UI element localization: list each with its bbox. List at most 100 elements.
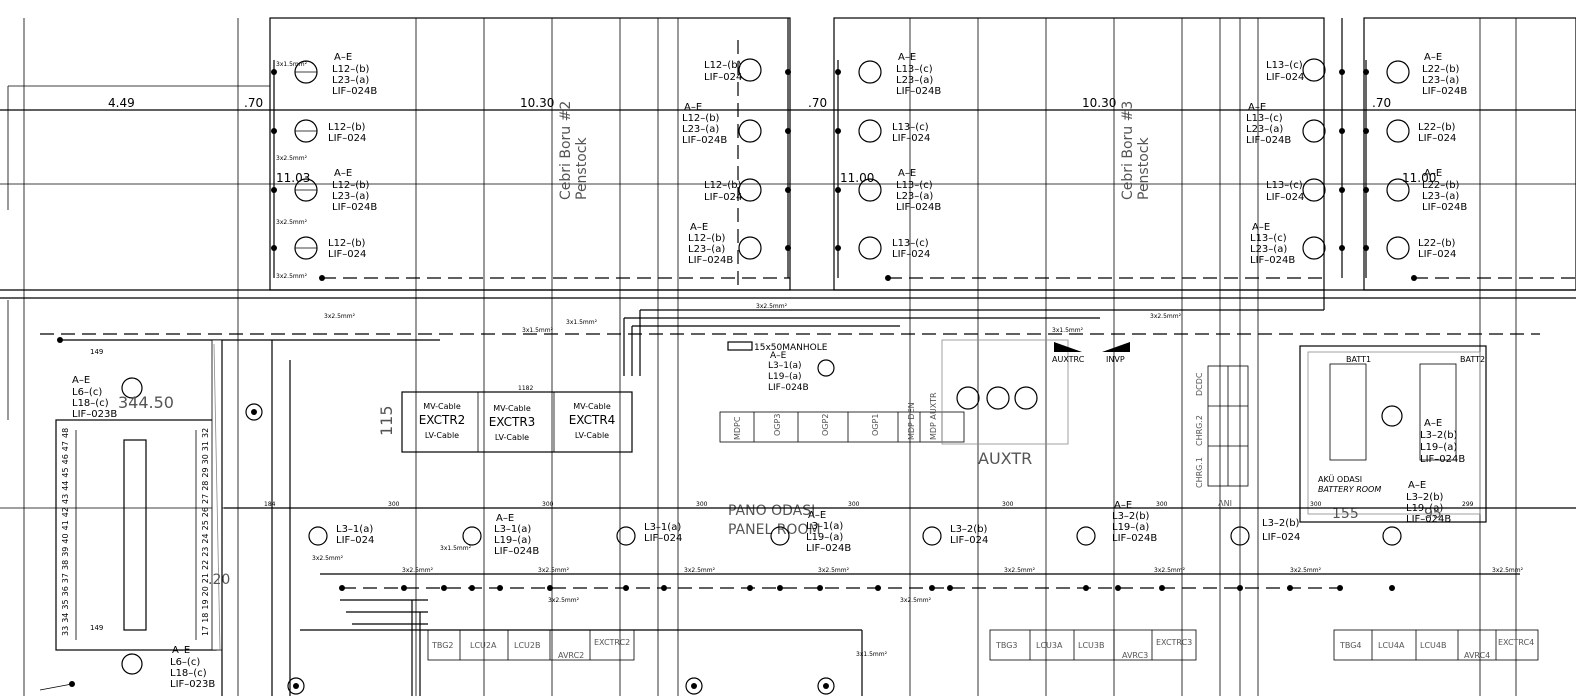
svg-text:L6–(c): L6–(c) — [72, 387, 102, 398]
stair-step-number: 25 — [201, 520, 210, 530]
svg-text:LIF–024: LIF–024 — [644, 533, 682, 544]
svg-text:LIF–023B: LIF–023B — [170, 679, 215, 690]
stair-step-number: 23 — [201, 547, 210, 557]
junction-dot — [547, 585, 553, 591]
svg-text:A–E: A–E — [808, 510, 826, 521]
svg-text:3x1.5mm²: 3x1.5mm² — [276, 61, 308, 68]
svg-text:LIF–024B: LIF–024B — [688, 255, 733, 266]
svg-text:3x2.5mm²: 3x2.5mm² — [548, 597, 580, 604]
svg-text:15x50MANHOLE: 15x50MANHOLE — [754, 343, 828, 353]
svg-text:3x1.5mm²: 3x1.5mm² — [522, 327, 554, 334]
svg-text:LIF–024: LIF–024 — [1266, 192, 1304, 203]
svg-text:A–E: A–E — [898, 52, 916, 63]
svg-text:LIF–024B: LIF–024B — [1420, 454, 1465, 465]
svg-text:LIF–024B: LIF–024B — [1246, 135, 1291, 146]
stair-step-number: 26 — [201, 507, 210, 517]
battery-room: BATT1 BATT2 A–E L3–2(b) L19–(a) LIF–024B… — [1299, 345, 1487, 525]
svg-text:A–E: A–E — [334, 168, 352, 179]
svg-text:300: 300 — [542, 501, 554, 508]
penstock-label-2: Cebri Boru #2 Penstock — [558, 101, 590, 200]
svg-text:OGP3: OGP3 — [773, 414, 782, 436]
svg-text:3x1.5mm²: 3x1.5mm² — [440, 545, 472, 552]
junction-dot — [1287, 585, 1293, 591]
manhole: 15x50MANHOLE A–E L3–1(a) L19–(a) LIF–024… — [727, 341, 835, 393]
svg-text:L19–(a): L19–(a) — [1420, 442, 1457, 453]
stair-step-number: 44 — [61, 481, 70, 491]
svg-text:149: 149 — [90, 348, 103, 356]
svg-text:A–E: A–E — [770, 351, 787, 361]
stair-step-number: 27 — [201, 494, 210, 504]
svg-text:LCU2B: LCU2B — [514, 641, 540, 650]
svg-text:A–E: A–E — [898, 168, 916, 179]
auxtr-label: AUXTR — [978, 449, 1032, 468]
svg-text:DCDC: DCDC — [1195, 372, 1204, 396]
svg-text:L13–(c): L13–(c) — [1250, 233, 1287, 244]
stair-step-number: 40 — [61, 533, 70, 543]
stair-step-number: 31 — [201, 441, 210, 451]
lower-fixture-row: L3–1(a) LIF–024 A–E L3–1(a) L19–(a) LIF–… — [224, 500, 1576, 658]
dim-449: 4.49 — [108, 96, 135, 110]
svg-text:3x2.5mm²: 3x2.5mm² — [276, 219, 308, 226]
svg-text:LIF–024B: LIF–024B — [1112, 533, 1157, 544]
svg-text:LIF–024B: LIF–024B — [896, 86, 941, 97]
svg-text:L13–(c): L13–(c) — [1266, 60, 1303, 71]
svg-text:A–E: A–E — [1408, 480, 1426, 491]
svg-text:AVRC4: AVRC4 — [1464, 651, 1490, 660]
svg-text:L12–(b): L12–(b) — [682, 113, 720, 124]
stair-step-number: 41 — [61, 520, 70, 530]
svg-text:LIF–024B: LIF–024B — [682, 135, 727, 146]
svg-text:LIF–024: LIF–024 — [1418, 249, 1456, 260]
svg-text:149: 149 — [90, 624, 103, 632]
unit4-cabinets: TBG4 LCU4A LCU4B AVRC4 EXCTRC4 — [1333, 629, 1539, 661]
svg-text:L23–(a): L23–(a) — [1250, 244, 1287, 255]
junction-dot — [1237, 585, 1243, 591]
junction-dot — [469, 585, 475, 591]
junction-dot — [497, 585, 503, 591]
svg-text:LV-Cable: LV-Cable — [425, 431, 459, 440]
svg-text:TBG4: TBG4 — [1339, 641, 1362, 650]
svg-text:155: 155 — [1332, 506, 1359, 522]
svg-text:3x2.5mm²: 3x2.5mm² — [900, 597, 932, 604]
svg-text:3x2.5mm²: 3x2.5mm² — [756, 303, 788, 310]
elevation-11-03: 11.03 — [276, 171, 310, 185]
elevation-11-00-a: 11.00 — [840, 171, 874, 185]
stair-step-number: 48 — [61, 428, 70, 438]
dim-1030-a: 10.30 — [520, 96, 554, 110]
svg-text:3x2.5mm²: 3x2.5mm² — [1290, 567, 1322, 574]
svg-text:LV-Cable: LV-Cable — [575, 431, 609, 440]
svg-text:LIF–024: LIF–024 — [336, 535, 374, 546]
svg-text:INVP: INVP — [1106, 355, 1125, 364]
dim-115: 115 — [377, 405, 396, 436]
svg-text:3x2.5mm²: 3x2.5mm² — [1004, 567, 1036, 574]
svg-text:OGP2: OGP2 — [821, 414, 830, 436]
junction-dot — [817, 585, 823, 591]
junction-dot — [1115, 585, 1121, 591]
bay4-fixtures: A–E L22–(b) L23–(a) LIF–024B L22–(b) LIF… — [1363, 52, 1467, 278]
svg-text:LIF–024: LIF–024 — [1266, 72, 1304, 83]
svg-text:LCU2A: LCU2A — [470, 641, 497, 650]
dim-70-a: .70 — [244, 96, 263, 110]
stair-step-number: 21 — [201, 573, 210, 583]
junction-dot — [339, 585, 345, 591]
svg-text:3x2.5mm²: 3x2.5mm² — [1150, 313, 1182, 320]
svg-text:EXCTRC4: EXCTRC4 — [1498, 638, 1534, 647]
svg-text:AUXTRC: AUXTRC — [1052, 355, 1085, 364]
svg-text:LIF–024B: LIF–024B — [1422, 202, 1467, 213]
exciter-group: 115 1182 — [377, 385, 633, 453]
svg-text:LIF–024B: LIF–024B — [1406, 514, 1451, 525]
svg-text:EXCTRC2: EXCTRC2 — [594, 638, 630, 647]
svg-text:LIF–024B: LIF–024B — [494, 546, 539, 557]
stair-step-number: 20 — [201, 586, 210, 596]
stair-step-number: 46 — [61, 454, 70, 464]
svg-text:LV-Cable: LV-Cable — [495, 433, 529, 442]
svg-text:3x2.5mm²: 3x2.5mm² — [402, 567, 434, 574]
stair-step-number: 39 — [61, 547, 70, 557]
stair-step-number: 47 — [61, 441, 70, 451]
stair-step-number: 29 — [201, 467, 210, 477]
svg-text:299: 299 — [1462, 501, 1474, 508]
svg-text:L19–(a): L19–(a) — [806, 532, 843, 543]
svg-text:3x2.5mm²: 3x2.5mm² — [276, 155, 308, 162]
svg-text:L23–(a): L23–(a) — [688, 244, 725, 255]
